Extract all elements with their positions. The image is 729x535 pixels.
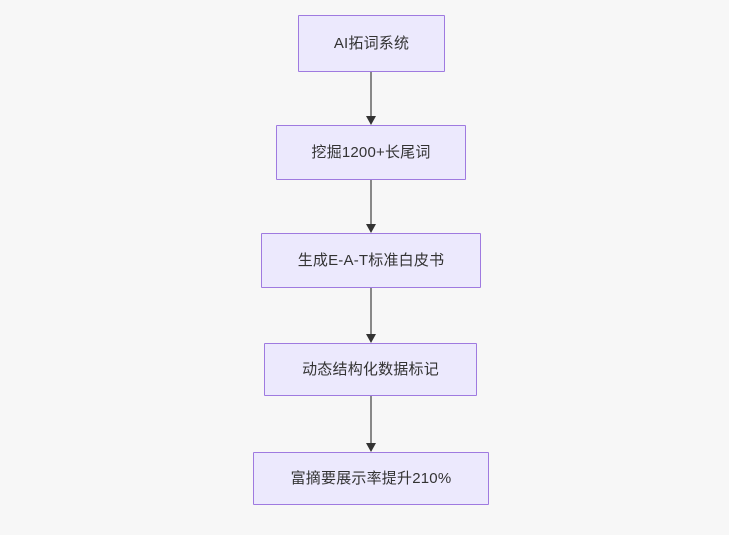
- flow-node-label: 生成E-A-T标准白皮书: [297, 251, 445, 269]
- flow-node-label: AI拓词系统: [333, 34, 410, 52]
- edge-line: [370, 72, 372, 116]
- flow-node-mine-longtail-keywords[interactable]: 挖掘1200+长尾词: [276, 125, 466, 180]
- flow-edge-n4-n5: [361, 396, 381, 452]
- flow-node-label: 富摘要展示率提升210%: [290, 469, 452, 487]
- flow-node-dynamic-structured-data[interactable]: 动态结构化数据标记: [264, 343, 477, 396]
- edge-line: [370, 180, 372, 224]
- edge-line: [370, 396, 372, 443]
- arrowhead-down-icon: [365, 334, 376, 343]
- flow-node-label: 动态结构化数据标记: [302, 360, 439, 378]
- arrowhead-down-icon: [365, 224, 376, 233]
- flow-node-generate-eat-whitepaper[interactable]: 生成E-A-T标准白皮书: [261, 233, 481, 288]
- flow-edge-n3-n4: [361, 288, 381, 343]
- flow-node-rich-snippet-uplift[interactable]: 富摘要展示率提升210%: [253, 452, 489, 505]
- arrowhead-down-icon: [365, 116, 376, 125]
- flow-edge-n1-n2: [361, 72, 381, 125]
- arrowhead-down-icon: [365, 443, 376, 452]
- flow-node-ai-keyword-system[interactable]: AI拓词系统: [298, 15, 445, 72]
- flow-edge-n2-n3: [361, 180, 381, 233]
- flow-node-label: 挖掘1200+长尾词: [311, 143, 431, 161]
- edge-line: [370, 288, 372, 334]
